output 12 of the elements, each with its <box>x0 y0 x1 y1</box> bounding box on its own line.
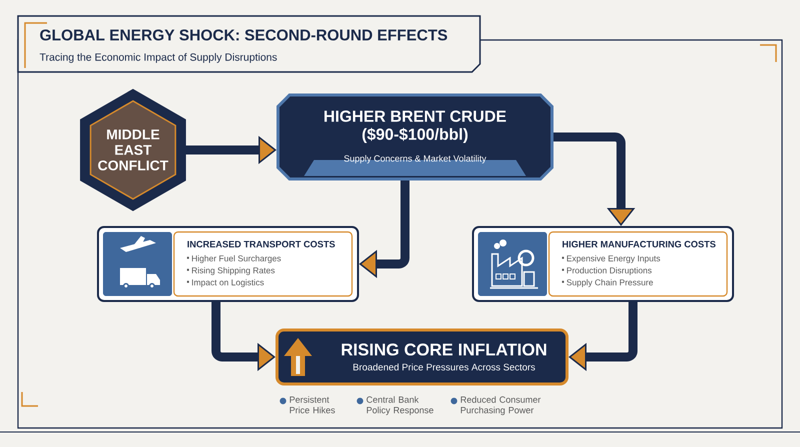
inflation-box: RISING CORE INFLATION Broadened Price Pressures Across Sectors <box>276 328 568 386</box>
bullet-item: Persistent Price Hikes <box>280 396 335 414</box>
arrow <box>568 302 638 372</box>
arrow <box>359 180 410 278</box>
cost-card: HIGHER MANUFACTURING COSTS Expensive Energy Inputs Production Disruptions Supply Chain Pressure <box>472 226 734 302</box>
arrow <box>554 132 636 226</box>
title: GLOBAL ENERGY SHOCK: SECOND-ROUND EFFECTS <box>40 30 448 40</box>
subtitle: Tracing the Economic Impact of Supply Disruptions <box>40 53 277 63</box>
bullet-item: Reduced Consumer Purchasing Power <box>450 396 541 416</box>
price-box: HIGHER BRENT CRUDE ($90-$100/bbl) Supply Concerns & Market Volatility <box>276 94 554 180</box>
bullet-item: Central Bank Policy Response <box>356 396 434 416</box>
cost-card: INCREASED TRANSPORT COSTS Higher Fuel Surcharges Rising Shipping Rates Impact on Logistics <box>97 226 359 302</box>
